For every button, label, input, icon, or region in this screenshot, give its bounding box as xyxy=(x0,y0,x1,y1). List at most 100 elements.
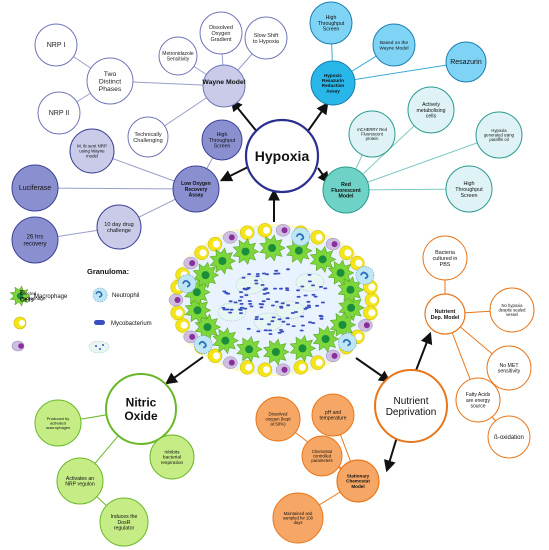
mycobacterium xyxy=(286,323,291,326)
mycobacterium xyxy=(311,284,315,287)
mycobacterium xyxy=(239,306,244,309)
mycobacterium xyxy=(285,289,290,291)
mycobacterium xyxy=(239,303,244,305)
mycobacterium xyxy=(254,316,259,318)
mycobacterium xyxy=(274,300,279,303)
neutrophil-nucleus xyxy=(342,338,351,347)
mycobacterium xyxy=(239,291,243,293)
granuloma-bacteria xyxy=(217,268,328,335)
macrophage-nucleus xyxy=(338,320,347,329)
macrophage-nucleus xyxy=(268,244,277,253)
mycobacterium xyxy=(285,287,289,290)
wayne-model-label: Wayne Model xyxy=(202,79,245,86)
mycobacterium xyxy=(285,317,290,320)
mycobacterium xyxy=(315,304,320,307)
infected-macrophage xyxy=(253,312,283,332)
macrophage-nucleus xyxy=(241,247,250,256)
mycobacterium xyxy=(254,279,258,282)
b-cell-nucleus xyxy=(281,227,288,234)
t-cell-core xyxy=(368,283,376,291)
t-cell-core xyxy=(368,309,376,317)
mycobacterium xyxy=(271,316,276,319)
mycobacterium xyxy=(274,269,279,272)
mycobacterium xyxy=(262,293,267,295)
mycobacterium xyxy=(323,287,328,290)
mycobacterium xyxy=(294,311,298,313)
mycobacterium xyxy=(247,300,252,302)
nutrient-beta-node: ß-oxidation xyxy=(487,415,531,459)
macrophage-nucleus xyxy=(201,271,210,280)
neutrophil xyxy=(355,266,375,285)
wayne-nrp2-node: NRP II xyxy=(37,91,81,135)
legend-macrophage-label: Macrophage xyxy=(34,294,68,300)
mycobacterium-icon xyxy=(94,320,105,325)
mycobacterium xyxy=(277,331,282,334)
b-cell-nucleus xyxy=(228,359,235,366)
mycobacterium xyxy=(267,323,271,326)
mycobacterium xyxy=(308,321,312,324)
b-cell-nucleus xyxy=(189,333,196,340)
mycobacterium xyxy=(295,302,299,304)
neutrophil xyxy=(338,333,357,352)
mycobacterium xyxy=(222,308,227,311)
mycobacterium xyxy=(286,304,291,307)
macrophage-nucleus xyxy=(294,246,303,255)
mycobacterium xyxy=(279,329,283,331)
neutrophil xyxy=(177,274,197,293)
mycobacterium xyxy=(260,303,265,306)
mycobacterium xyxy=(255,273,260,275)
neutrophil xyxy=(193,335,213,354)
mycobacterium xyxy=(254,318,259,320)
bcell-icon xyxy=(11,340,25,352)
mycobacterium xyxy=(280,330,285,333)
mycobacterium xyxy=(319,318,324,320)
t-cell-core xyxy=(315,233,323,241)
mycobacterium xyxy=(273,287,278,290)
macrophage-nucleus xyxy=(318,255,327,264)
neutrophil xyxy=(291,227,310,247)
hypoxia-node: Hypoxia xyxy=(244,118,320,194)
mycobacterium xyxy=(264,287,269,290)
mycobacterium xyxy=(254,282,259,285)
mycobacterium xyxy=(249,305,254,308)
b-cell-nucleus xyxy=(174,297,181,303)
mycobacterium xyxy=(303,294,308,297)
mycobacterium xyxy=(307,280,312,283)
wayne-nrp1-node: NRP I xyxy=(34,23,78,67)
mycobacterium xyxy=(313,295,318,298)
mycobacterium xyxy=(318,286,323,288)
t-cell-core xyxy=(245,363,253,371)
mycobacterium xyxy=(242,287,247,290)
t-cell-core xyxy=(212,352,220,360)
b-cell-nucleus xyxy=(363,322,370,329)
mycobacterium xyxy=(291,325,296,327)
neutrophil-nucleus xyxy=(182,279,191,288)
mycobacterium xyxy=(221,307,226,309)
mycobacterium xyxy=(265,273,270,276)
mycobacterium xyxy=(238,299,242,302)
b-cell-nucleus xyxy=(189,260,196,267)
